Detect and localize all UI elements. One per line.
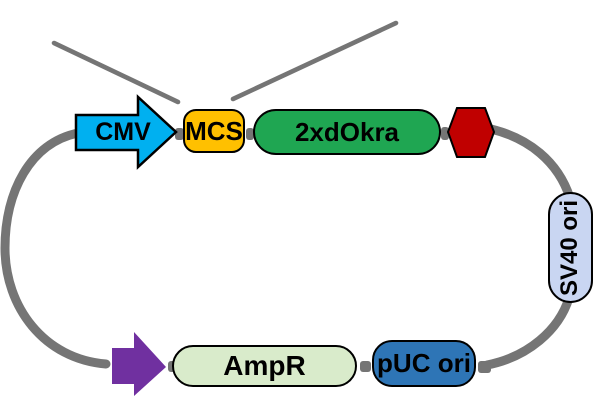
backbone-stub-puc-arc bbox=[478, 361, 491, 373]
backbone-stub-mcs-gene bbox=[246, 128, 254, 140]
backbone-arc-left bbox=[0, 128, 111, 369]
gene-label: 2xdOkra bbox=[294, 116, 400, 147]
cmv-promoter-label: CMV bbox=[95, 118, 151, 146]
backbone-stub-ampr-puc bbox=[360, 361, 371, 372]
callout-line-left bbox=[51, 40, 181, 105]
sv40-ori-label: SV40 ori bbox=[556, 199, 584, 296]
backbone-stub-gene-terminator bbox=[441, 127, 449, 140]
ampr-promoter-arrow-icon bbox=[112, 332, 166, 396]
gene-feature: 2xdOkra bbox=[253, 109, 441, 155]
ampr-label: AmpR bbox=[223, 350, 306, 381]
callout-line-right bbox=[230, 20, 399, 102]
ampr-feature: AmpR bbox=[172, 345, 357, 387]
mcs-feature: MCS bbox=[183, 109, 245, 153]
puc-ori-label: pUC ori bbox=[377, 348, 471, 378]
cmv-promoter-arrow-icon bbox=[74, 94, 178, 170]
backbone-arc-top-right bbox=[486, 124, 575, 203]
mcs-label: MCS bbox=[185, 115, 243, 146]
backbone-arc-bottom-right bbox=[482, 293, 574, 370]
sv40-ori-feature: SV40 ori bbox=[548, 192, 593, 303]
backbone-stub-cmv-mcs bbox=[175, 128, 184, 140]
terminator-stop-hexagon-icon bbox=[446, 107, 496, 158]
puc-ori-feature: pUC ori bbox=[372, 340, 476, 387]
